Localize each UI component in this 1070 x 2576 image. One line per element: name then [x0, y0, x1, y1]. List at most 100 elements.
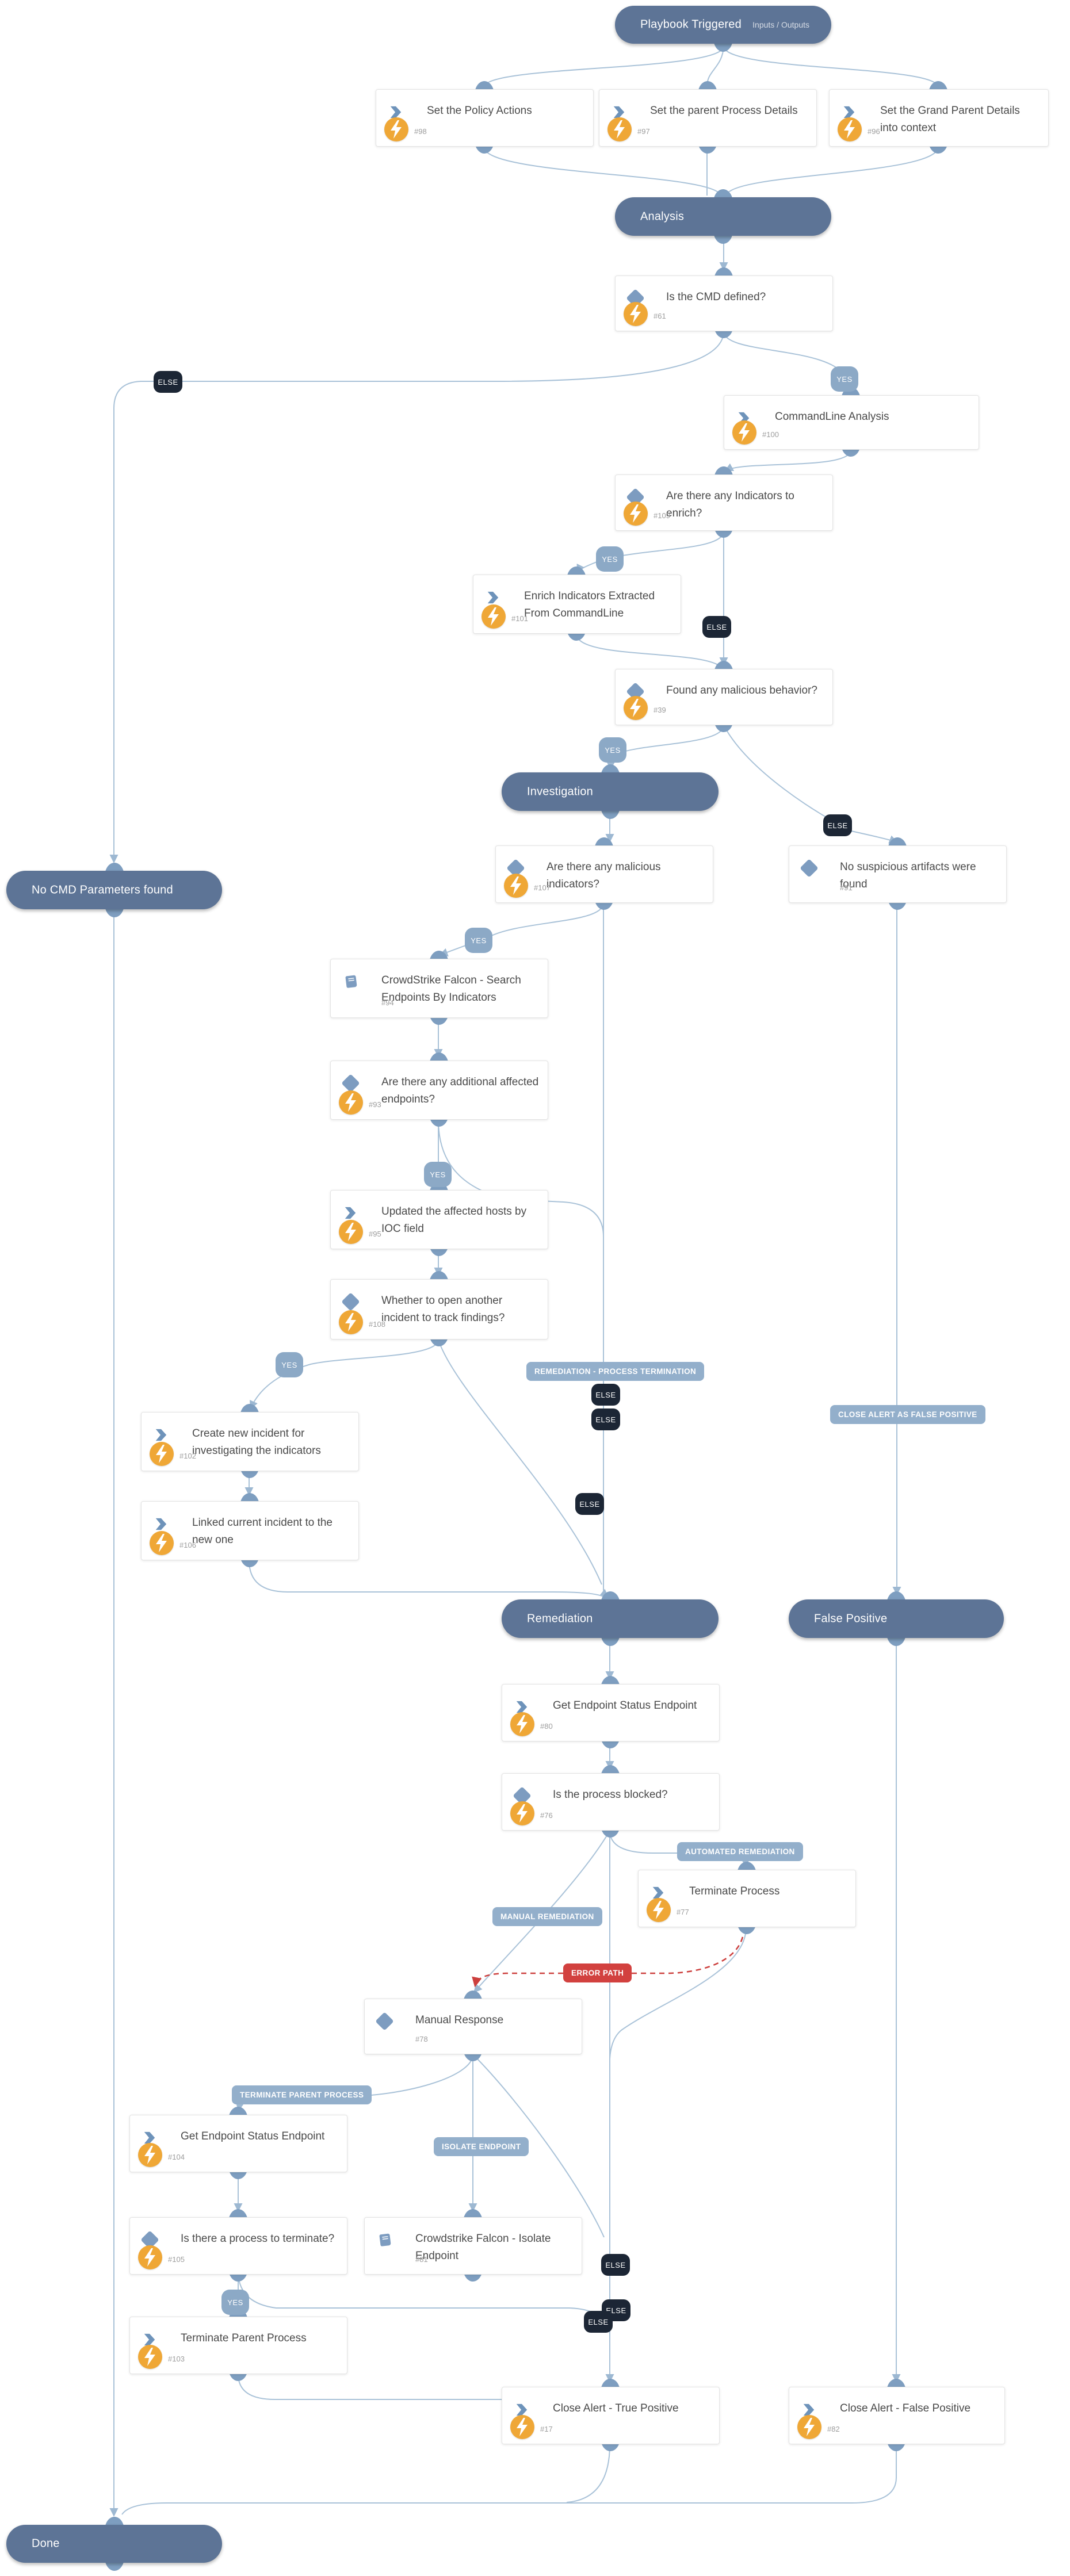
automation-badge	[797, 2415, 821, 2439]
automation-badge	[838, 117, 862, 141]
node-title: Terminate Parent Process	[181, 2332, 307, 2344]
task-card-17[interactable]: Close Alert - True Positive #17	[502, 2387, 720, 2444]
node-title: Are there any additional affected endpoi…	[381, 1076, 539, 1105]
automation-lightning-icon	[488, 607, 499, 626]
chevron-icon	[613, 106, 625, 118]
node-title: Close Alert - False Positive	[840, 2402, 971, 2414]
node-number: #80	[540, 1722, 553, 1731]
inputs-outputs-link[interactable]: Inputs / Outputs	[752, 20, 809, 29]
condition-card-39[interactable]: Found any malicious behavior?#39	[615, 669, 833, 725]
chevron-icon	[144, 2333, 155, 2346]
task-card-101[interactable]: Enrich Indicators Extracted From Command…	[473, 575, 681, 634]
section-title: False Positive	[814, 1612, 888, 1625]
section-pill-analysis[interactable]: Analysis	[615, 197, 831, 236]
section-pill-false-positive[interactable]: False Positive	[789, 1599, 1004, 1638]
playbook-card-81[interactable]: Crowdstrike Falcon - Isolate Endpoint#81	[364, 2217, 582, 2275]
section-pill-done[interactable]: Done	[6, 2525, 222, 2563]
automation-lightning-icon	[144, 2146, 155, 2164]
automation-badge	[339, 1220, 363, 1244]
error-path-line	[472, 1927, 745, 1988]
chevron-icon-wrap	[802, 2402, 817, 2417]
condition-card-78[interactable]: Manual Response #78	[364, 1999, 582, 2054]
path-label: ISOLATE ENDPOINT	[434, 2137, 529, 2156]
else-badge: ELSE	[591, 1408, 620, 1430]
task-card-97[interactable]: Set the parent Process Details#97	[599, 89, 817, 147]
automation-badge	[647, 1898, 671, 1922]
task-card-102[interactable]: Create new incident for investigating th…	[141, 1412, 359, 1471]
playbook-card-94[interactable]: CrowdStrike Falcon - Search Endpoints By…	[330, 959, 548, 1018]
chevron-icon-wrap	[389, 105, 404, 120]
automation-badge	[504, 874, 528, 898]
automation-lightning-icon	[345, 1223, 356, 1241]
yes-badge: YES	[465, 928, 492, 953]
yes-badge: YES	[221, 2290, 249, 2315]
chevron-icon-wrap	[612, 105, 627, 120]
chevron-icon	[345, 1207, 356, 1219]
yes-badge: YES	[424, 1162, 452, 1187]
chevron-icon	[516, 2403, 528, 2416]
else-badge: ELSE	[584, 2311, 613, 2333]
condition-card-76[interactable]: Is the process blocked?#76	[502, 1773, 720, 1831]
else-badge: ELSE	[591, 1384, 620, 1406]
node-title: Get Endpoint Status Endpoint	[553, 1700, 697, 1712]
section-title: Analysis	[640, 210, 685, 223]
path-label: MANUAL REMEDIATION	[492, 1907, 602, 1926]
automation-lightning-icon	[345, 1313, 356, 1331]
condition-card-93[interactable]: Are there any additional affected endpoi…	[330, 1061, 548, 1120]
node-number: #104	[168, 2153, 185, 2161]
node-number: #109	[654, 511, 670, 520]
node-number: #91	[840, 883, 853, 892]
section-pill-no-cmd-parameters-found[interactable]: No CMD Parameters found	[6, 871, 222, 909]
node-title: Manual Response	[415, 2014, 504, 2026]
automation-badge	[624, 696, 648, 720]
node-number: #81	[415, 2255, 428, 2264]
node-title: Updated the affected hosts by IOC field	[381, 1205, 527, 1235]
node-number: #101	[511, 614, 528, 623]
chevron-icon-wrap	[154, 1427, 169, 1442]
condition-card-91[interactable]: No suspicious artifacts were found#91	[789, 845, 1007, 903]
automation-lightning-icon	[510, 876, 521, 895]
task-card-95[interactable]: Updated the affected hosts by IOC field#…	[330, 1190, 548, 1249]
task-card-77[interactable]: Terminate Process#77	[638, 1870, 856, 1927]
automation-lightning-icon	[156, 1445, 167, 1463]
node-number: #106	[179, 1541, 196, 1549]
node-number: #61	[654, 312, 666, 320]
section-pill-investigation[interactable]: Investigation	[502, 772, 719, 811]
automation-lightning-icon	[630, 699, 641, 717]
condition-card-61[interactable]: Is the CMD defined? #61	[615, 275, 833, 331]
condition-card-107[interactable]: Are there any malicious indicators?#107	[495, 845, 713, 903]
else-badge: ELSE	[702, 616, 731, 638]
node-number: #100	[762, 430, 779, 439]
node-number: #102	[179, 1452, 196, 1460]
automation-lightning-icon	[653, 1901, 664, 1919]
else-badge: ELSE	[154, 371, 182, 393]
automation-badge	[138, 2245, 162, 2269]
task-card-100[interactable]: CommandLine Analysis#100	[724, 395, 979, 450]
node-title: Enrich Indicators Extracted From Command…	[524, 590, 655, 619]
automation-lightning-icon	[630, 504, 641, 523]
condition-card-108[interactable]: Whether to open another incident to trac…	[330, 1279, 548, 1339]
automation-badge	[482, 604, 506, 629]
automation-lightning-icon	[517, 2418, 528, 2436]
condition-card-105[interactable]: Is there a process to terminate?#105	[129, 2217, 347, 2275]
task-card-80[interactable]: Get Endpoint Status Endpoint #80	[502, 1684, 720, 1741]
node-title: Close Alert - True Positive	[553, 2402, 679, 2414]
chevron-icon-wrap	[343, 1205, 358, 1220]
condition-card-109[interactable]: Are there any Indicators to enrich?#109	[615, 474, 833, 531]
task-card-104[interactable]: Get Endpoint Status Endpoint#104	[129, 2115, 347, 2172]
node-title: Is the CMD defined?	[666, 291, 766, 303]
condition-diamond-icon	[341, 1292, 360, 1311]
section-title: Investigation	[527, 785, 593, 798]
task-card-103[interactable]: Terminate Parent Process#103	[129, 2317, 347, 2374]
section-pill-remediation[interactable]: Remediation	[502, 1599, 719, 1638]
task-card-98[interactable]: Set the Policy Actions#98	[376, 89, 594, 147]
task-card-106[interactable]: Linked current incident to the new one#1…	[141, 1501, 359, 1560]
node-number: #17	[540, 2425, 553, 2433]
task-card-82[interactable]: Close Alert - False Positive#82	[789, 2387, 1005, 2444]
section-title: Done	[32, 2537, 60, 2550]
node-number: #78	[415, 2035, 428, 2043]
node-title: CrowdStrike Falcon - Search Endpoints By…	[381, 974, 521, 1004]
task-card-96[interactable]: Set the Grand Parent Details into contex…	[829, 89, 1049, 147]
automation-lightning-icon	[517, 1804, 528, 1823]
